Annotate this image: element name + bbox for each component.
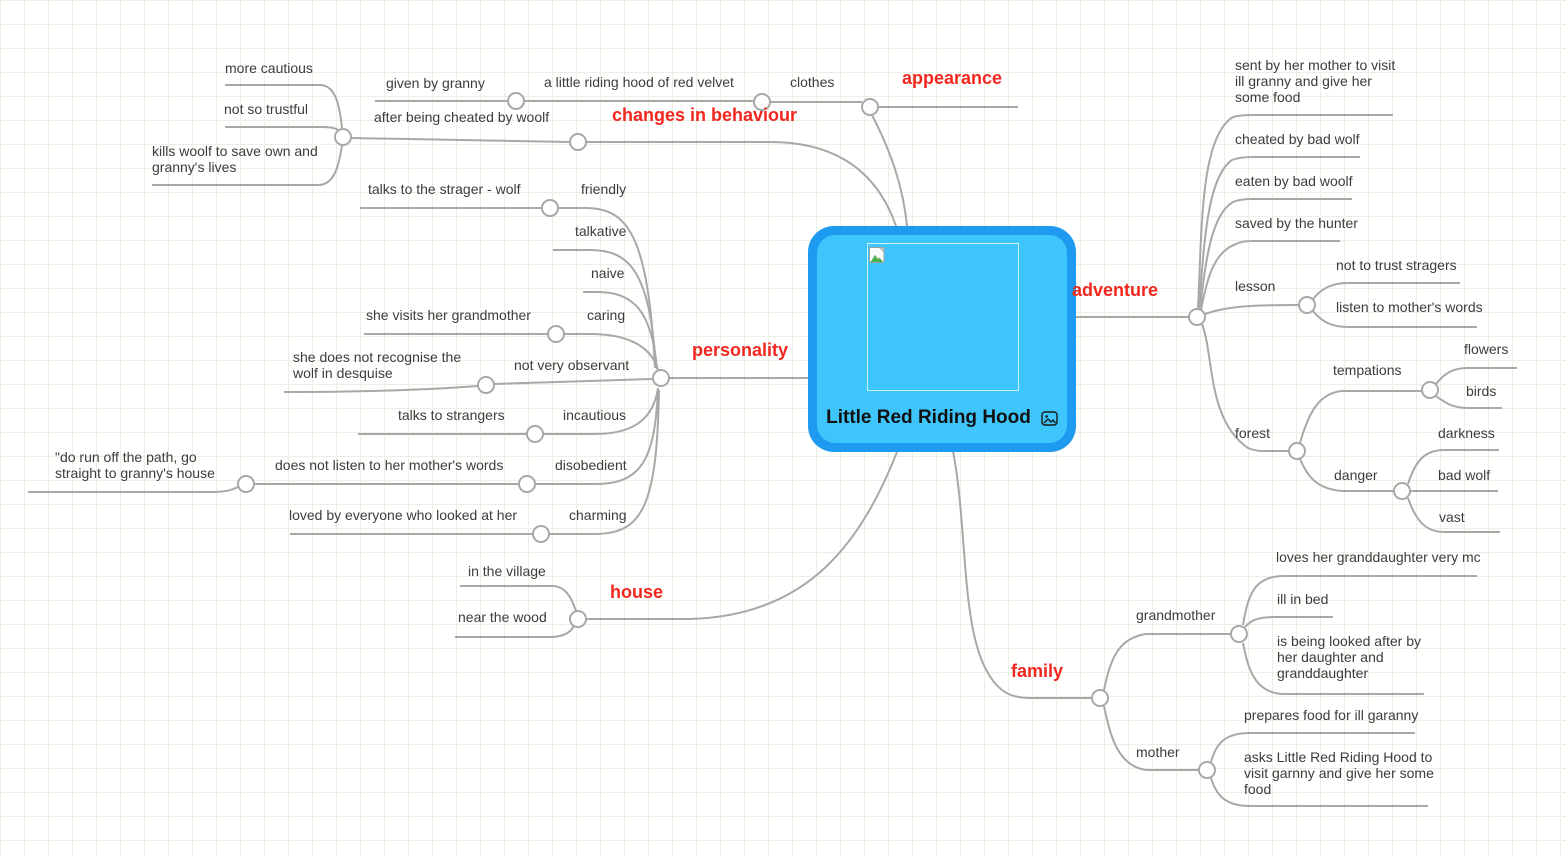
node-more-cautious[interactable]: more cautious [225,60,313,76]
node-kills-woolf[interactable]: kills woolf to save own and granny's liv… [152,143,318,175]
branch-toggle-dot[interactable] [477,376,495,394]
branch-toggle-dot[interactable] [861,98,879,116]
branch-toggle-dot[interactable] [547,325,565,343]
branch-appearance[interactable]: appearance [902,68,1003,88]
branch-toggle-dot[interactable] [652,369,670,387]
picture-icon[interactable] [1041,410,1058,426]
node-near-the-wood[interactable]: near the wood [458,609,547,625]
node-sent-by-mother[interactable]: sent by her mother to visit ill granny a… [1235,57,1396,105]
node-talks-to-strangers[interactable]: talks to strangers [398,407,505,423]
node-naive[interactable]: naive [591,265,625,281]
branch-adventure[interactable]: adventure [1072,280,1159,300]
node-asks-lrrh-visit[interactable]: asks Little Red Riding Hood to visit gar… [1244,749,1434,797]
node-given-by-granny[interactable]: given by granny [386,75,485,91]
node-talks-to-strager[interactable]: talks to the strager - wolf [368,181,521,197]
node-birds[interactable]: birds [1466,383,1497,399]
branch-toggle-dot[interactable] [1198,761,1216,779]
root-topic-title: Little Red Riding Hood [826,407,1031,428]
branch-toggle-dot[interactable] [569,610,587,628]
node-clothes[interactable]: clothes [790,74,835,90]
node-talkative[interactable]: talkative [575,223,627,239]
node-ill-in-bed[interactable]: ill in bed [1277,591,1329,607]
node-looked-after[interactable]: is being looked after by her daughter an… [1277,633,1421,681]
node-visits-grandmother[interactable]: she visits her grandmother [366,307,531,323]
branch-house[interactable]: house [610,582,664,602]
node-not-trust-stragers[interactable]: not to trust stragers [1336,257,1457,273]
node-after-cheated[interactable]: after being cheated by woolf [374,109,550,125]
node-lesson[interactable]: lesson [1235,278,1276,294]
branch-toggle-dot[interactable] [1230,625,1248,643]
branch-toggle-dot[interactable] [1393,482,1411,500]
node-in-the-village[interactable]: in the village [468,563,546,579]
node-not-so-trustful[interactable]: not so trustful [224,101,309,117]
node-disobedient[interactable]: disobedient [555,457,627,473]
branch-toggle-dot[interactable] [1091,689,1109,707]
node-vast[interactable]: vast [1439,509,1465,525]
root-topic-node[interactable]: Little Red Riding Hood [808,226,1076,452]
node-darkness[interactable]: darkness [1438,425,1495,441]
node-friendly[interactable]: friendly [581,181,627,197]
node-loves-granddaughter[interactable]: loves her granddaughter very mc [1276,549,1481,565]
node-flowers[interactable]: flowers [1464,341,1509,357]
branch-family[interactable]: family [1011,661,1064,681]
node-not-listen-mother[interactable]: does not listen to her mother's words [275,457,504,473]
node-forest[interactable]: forest [1235,425,1271,441]
branch-toggle-dot[interactable] [532,525,550,543]
branch-toggle-dot[interactable] [1188,308,1206,326]
branch-toggle-dot[interactable] [1298,296,1316,314]
branch-toggle-dot[interactable] [507,92,525,110]
branch-changes-in-behaviour[interactable]: changes in behaviour [612,105,798,125]
node-charming[interactable]: charming [569,507,627,523]
branch-personality[interactable]: personality [692,340,789,360]
branch-toggle-dot[interactable] [526,425,544,443]
node-tempations[interactable]: tempations [1333,362,1402,378]
branch-toggle-dot[interactable] [334,128,352,146]
node-riding-hood[interactable]: a little riding hood of red velvet [544,74,734,90]
branch-toggle-dot[interactable] [237,475,255,493]
node-incautious[interactable]: incautious [563,407,627,423]
node-mother[interactable]: mother [1136,744,1180,760]
node-loved-by-everyone[interactable]: loved by everyone who looked at her [289,507,518,523]
node-caring[interactable]: caring [587,307,626,323]
node-saved-by-hunter[interactable]: saved by the hunter [1235,215,1358,231]
node-danger[interactable]: danger [1334,467,1378,483]
branch-toggle-dot[interactable] [541,199,559,217]
node-eaten-by-woolf[interactable]: eaten by bad woolf [1235,173,1353,189]
node-not-very-observant[interactable]: not very observant [514,357,630,373]
node-quote-run-off-path[interactable]: "do run off the path, go straight to gra… [55,449,215,481]
node-not-recognise-wolf[interactable]: she does not recognise the wolf in desqu… [293,349,462,381]
branch-toggle-dot[interactable] [569,133,587,151]
branch-toggle-dot[interactable] [1288,442,1306,460]
node-grandmother[interactable]: grandmother [1136,607,1216,623]
node-cheated-by-wolf[interactable]: cheated by bad wolf [1235,131,1360,147]
broken-image-icon [869,247,885,263]
root-topic-inner: Little Red Riding Hood [817,235,1067,443]
branch-toggle-dot[interactable] [1421,381,1439,399]
branch-toggle-dot[interactable] [518,475,536,493]
node-listen-mothers-words[interactable]: listen to mother's words [1336,299,1483,315]
image-placeholder-frame[interactable] [867,243,1019,391]
node-prepares-food[interactable]: prepares food for ill garanny [1244,707,1419,723]
node-bad-wolf[interactable]: bad wolf [1438,467,1491,483]
